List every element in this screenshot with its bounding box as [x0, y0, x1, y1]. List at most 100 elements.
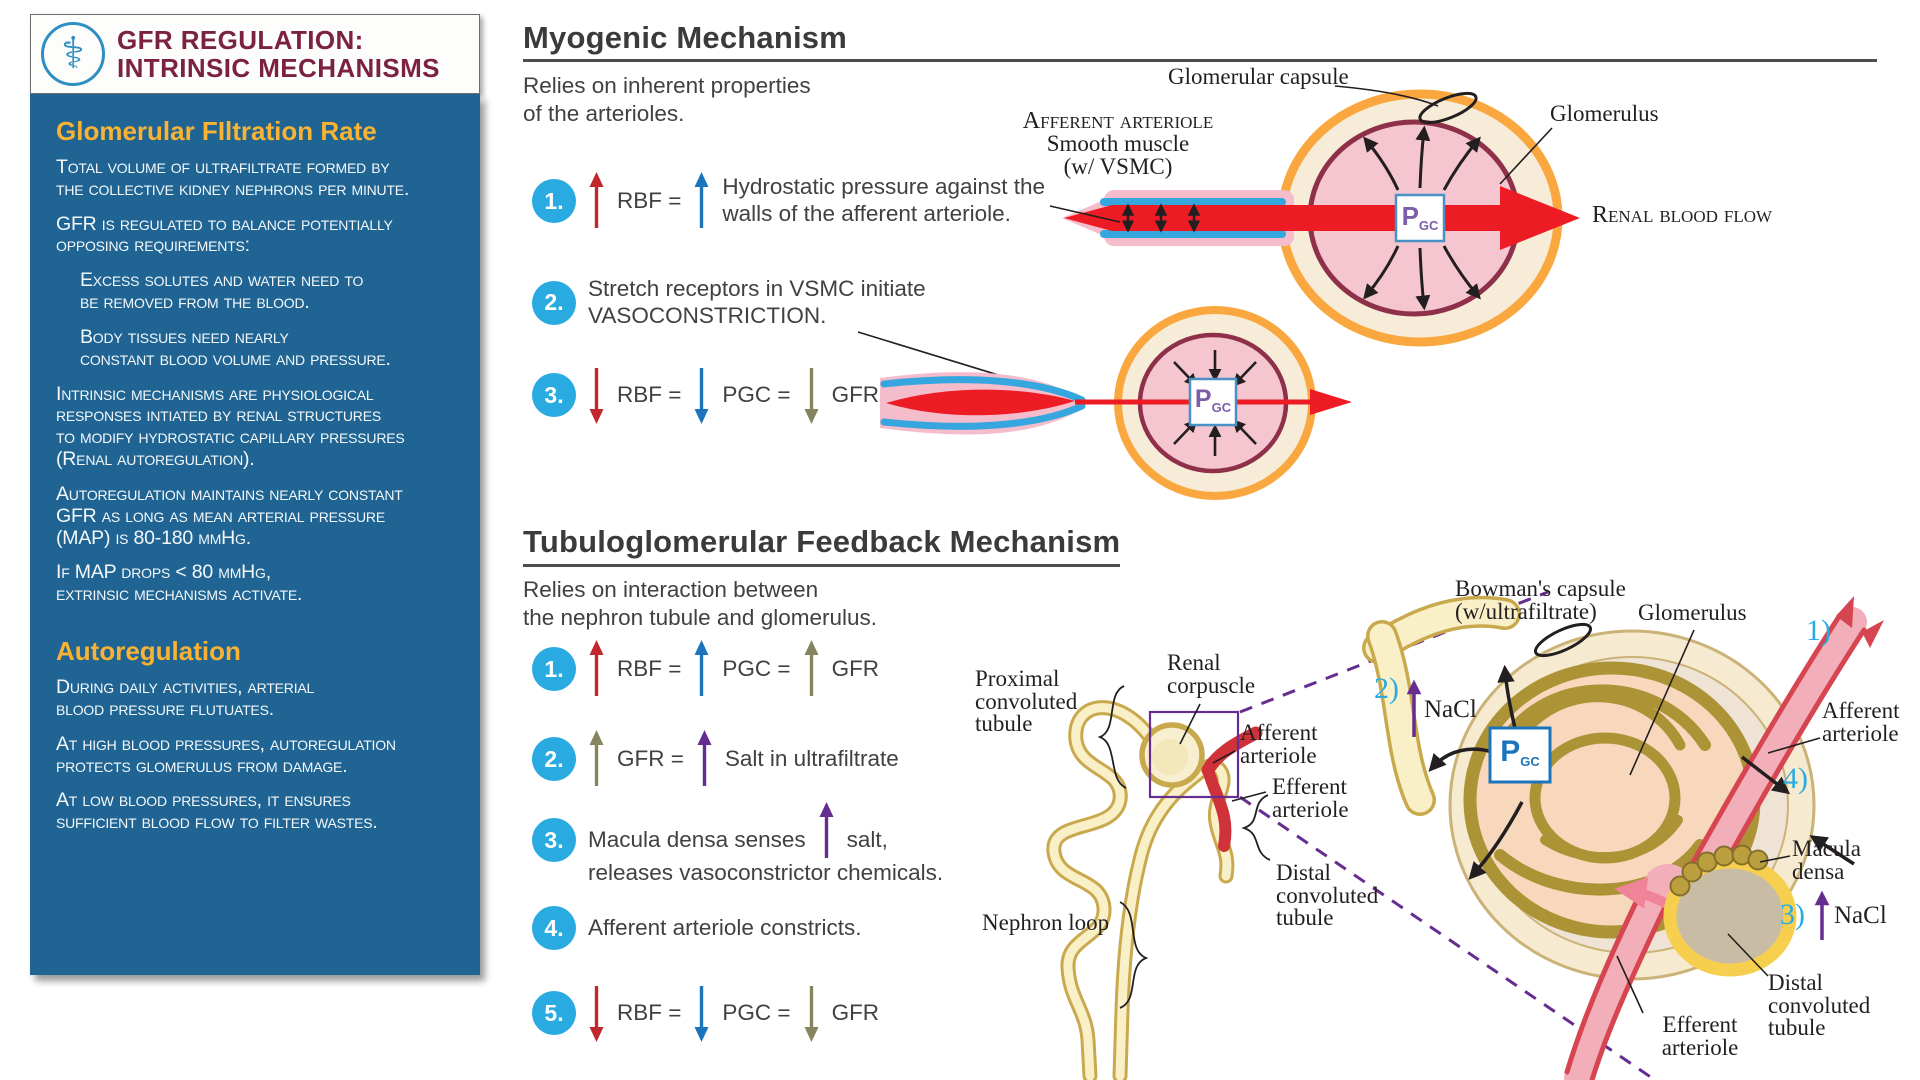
pgc-p: P	[1194, 385, 1212, 413]
step-number-badge: 2.	[532, 737, 576, 781]
down-arrow-red-icon	[589, 986, 604, 1042]
asclepius-icon: ⚕	[41, 22, 105, 86]
down-arrow-olive-icon	[804, 368, 819, 424]
pointer-glomerulus-2	[1629, 629, 1695, 776]
step-number-badge: 1.	[532, 647, 576, 691]
label-bowmans-capsule: Bowman's capsule (w/ultrafiltrate)	[1455, 576, 1626, 624]
pgc-p: P	[1401, 201, 1419, 231]
sidebar-paragraph: During daily activities, arterial blood …	[56, 676, 315, 720]
step-number-badge: 3.	[532, 373, 576, 417]
pointer-afferent	[1212, 750, 1236, 764]
step-number-badge: 5.	[532, 991, 576, 1035]
tgf-enlarged-diagram	[1362, 595, 1884, 1080]
label-distal-convoluted-tubule-nephron: Distal convoluted tubule	[1276, 860, 1379, 931]
section-subtitle-myogenic: Relies on inherent properties of the art…	[523, 73, 811, 127]
pgc-p: P	[1500, 735, 1521, 768]
heading-gfr: Glomerular FIltration Rate	[56, 116, 377, 146]
sidebar-paragraph: Body tissues need nearly constant blood …	[80, 325, 391, 370]
label-proximal-convoluted-tubule: Proximal convoluted tubule	[975, 666, 1078, 737]
pointer-renal-corpuscle	[1179, 703, 1201, 745]
gfr-label: GFR	[831, 655, 880, 681]
up-arrow-blue-icon	[694, 172, 709, 228]
down-arrow-olive-icon	[804, 986, 819, 1042]
label-glomerulus-enlarged: Glomerulus	[1638, 600, 1747, 625]
page-title-line2: INTRINSIC MECHANISMS	[117, 53, 440, 83]
section-underline	[523, 59, 1877, 62]
section-title-tgf: Tubuloglomerular Feedback Mechanism	[523, 524, 1121, 559]
rbf-label: RBF =	[617, 381, 682, 407]
tgf-step-2: 2. GFR = Salt in ultrafiltrate	[532, 730, 899, 788]
sidebar-paragraph: At low blood pressures, it ensures suffi…	[56, 789, 378, 834]
pgc-sub: GC	[1211, 400, 1232, 415]
macula-densa-cells	[1669, 844, 1769, 897]
up-arrow-olive-icon	[804, 640, 819, 696]
brace-proximal	[1097, 685, 1127, 789]
pgc-value-2: PGC	[1190, 385, 1236, 415]
up-arrow-red-icon	[589, 640, 604, 696]
pointer-glomerulus	[1499, 127, 1553, 185]
label-nephron-loop: Nephron loop	[982, 910, 1110, 935]
label-nacl-2: NaCl	[1424, 696, 1477, 723]
label-renal-blood-flow: Renal blood flow	[1592, 202, 1773, 228]
pgc-label: PGC =	[722, 999, 791, 1025]
down-arrow-blue-icon	[694, 986, 709, 1042]
myogenic-step-1: 1. RBF = Hydrostatic pressure against th…	[532, 172, 1045, 230]
sidebar-paragraph: Excess solutes and water need to be remo…	[80, 269, 364, 314]
pgc-value-1: PGC	[1396, 201, 1444, 233]
sidebar-paragraph: At high blood pressures, autoregulation …	[56, 732, 396, 777]
pointer-afferent-2	[1767, 737, 1821, 754]
step-text: Salt in ultrafiltrate	[724, 745, 899, 771]
sidebar-paragraph: Intrinsic mechanisms are physiological r…	[56, 382, 405, 471]
capsule-ring-glyph-2	[1533, 622, 1593, 658]
label-efferent-arteriole-nephron: Efferent arteriole	[1272, 774, 1349, 822]
up-arrow-purple-icon	[697, 730, 712, 786]
down-arrow-blue-icon	[694, 368, 709, 424]
page-title-line1: GFR REGULATION:	[117, 24, 364, 55]
section-title-myogenic: Myogenic Mechanism	[523, 20, 848, 55]
tgf-step-3-line2: releases vasoconstrictor chemicals.	[588, 860, 944, 885]
pointer-efferent-2	[1616, 955, 1644, 1014]
pointer-glomerular-capsule	[1334, 85, 1439, 107]
rbf-label: RBF =	[617, 187, 682, 213]
pgc-box-2	[1188, 377, 1238, 427]
myogenic-step-3: 3. RBF = PGC = GFR	[532, 366, 879, 424]
number-4: 4)	[1783, 762, 1808, 795]
up-arrow-purple-icon	[819, 802, 834, 858]
up-arrow-red-icon	[589, 172, 604, 228]
capsule-ring-glyph	[1418, 91, 1478, 125]
gfr-label: GFR =	[617, 745, 684, 771]
step-number-badge: 3.	[532, 818, 576, 862]
tgf-step-1: 1. RBF = PGC = GFR	[532, 640, 879, 698]
renal-corpuscle-box	[1148, 710, 1240, 799]
label-distal-convoluted-tubule-enlarged: Distal convoluted tubule	[1768, 970, 1871, 1041]
number-1: 1)	[1806, 614, 1831, 647]
pointer-macula	[1759, 855, 1791, 863]
up-arrow-olive-icon	[589, 730, 604, 786]
sidebar-paragraph: Total volume of ultrafiltrate formed by …	[56, 156, 410, 200]
myogenic-constricted-arteriole-glomerulus	[857, 306, 1352, 500]
section-subtitle-tgf: Relies on interaction between the nephro…	[523, 577, 878, 631]
pgc-label: PGC =	[722, 655, 791, 681]
myogenic-step-2: 2. Stretch receptors in VSMC initiate VA…	[532, 276, 926, 329]
gfr-label: GFR	[831, 999, 880, 1025]
label-afferent-arteriole-enlarged: Afferent arteriole	[1822, 698, 1900, 746]
pgc-box-1	[1394, 193, 1446, 243]
label-nacl-3: NaCl	[1834, 902, 1887, 929]
label-glomerulus: Glomerulus	[1550, 101, 1659, 126]
leader-step1	[1049, 205, 1121, 223]
pointer-distal-2	[1727, 933, 1769, 977]
step-text: Stretch receptors in VSMC initiate VASOC…	[588, 276, 926, 328]
down-arrow-red-icon	[589, 368, 604, 424]
sidebar-paragraph: Autoregulation maintains nearly constant…	[56, 482, 403, 549]
page-title: GFR REGULATION: INTRINSIC MECHANISMS	[117, 26, 440, 82]
sidebar-paragraph: GFR is regulated to balance potentially …	[56, 212, 393, 257]
heading-autoregulation: Autoregulation	[56, 636, 241, 667]
brace-nephron-loop	[1119, 901, 1149, 1009]
myogenic-open-arteriole-glomerulus	[1049, 85, 1580, 347]
label-afferent-arteriole: Afferent arteriole	[1022, 108, 1214, 134]
up-arrow-blue-icon	[694, 640, 709, 696]
sidebar-paragraph: If MAP drops < 80 mmHg, extrinsic mechan…	[56, 561, 303, 606]
step-text: Macula densa senses	[588, 826, 806, 852]
